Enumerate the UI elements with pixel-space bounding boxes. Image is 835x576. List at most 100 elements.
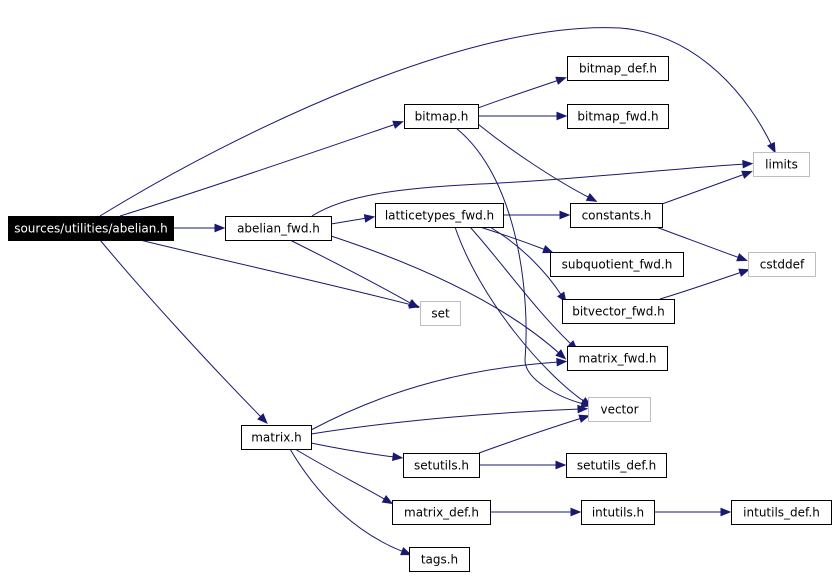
arrowhead [559, 210, 571, 220]
node-box [403, 453, 480, 478]
edge-abelian_fwd-to-set [289, 239, 420, 309]
edge-line [655, 226, 741, 259]
node-abelian-fwd[interactable]: abelian_fwd.h [225, 216, 332, 241]
node-label: sources/utilities/abelian.h [14, 222, 168, 236]
nodes-layer: sources/utilities/abelian.h abelian_fwd.h… [8, 56, 832, 572]
node-label: intutils_def.h [743, 506, 820, 520]
node-tags-h[interactable]: tags.h [409, 547, 470, 572]
edge-line [330, 217, 368, 225]
node-setutils-h[interactable]: setutils.h [403, 453, 480, 478]
edge-matrix_h-to-matrix_fwd [310, 357, 568, 431]
edge-line [454, 226, 586, 403]
edge-line [661, 173, 746, 205]
node-label: abelian_fwd.h [237, 222, 320, 236]
edge-latticetypes_fwd-to-constants_h [503, 210, 571, 220]
node-bitmap-fwd[interactable]: bitmap_fwd.h [567, 104, 669, 129]
node-subquotient-fwd[interactable]: subquotient_fwd.h [550, 252, 684, 277]
node-abelian-h[interactable]: sources/utilities/abelian.h [8, 216, 174, 241]
node-bitmap-h[interactable]: bitmap.h [404, 104, 479, 129]
node-box [581, 500, 655, 525]
arrowhead [400, 547, 412, 556]
edge-line [477, 79, 560, 109]
edge-abelian_h-to-matrix_h [99, 239, 268, 424]
node-box [567, 104, 669, 129]
edge-intutils_h-to-intutils_def [654, 507, 732, 517]
arrowhead [767, 141, 776, 154]
node-label: set [431, 307, 450, 321]
node-label: subquotient_fwd.h [562, 258, 673, 272]
node-box [404, 104, 479, 129]
node-set[interactable]: set [420, 301, 461, 326]
edge-setutils_h-to-setutils_def [479, 460, 567, 470]
node-box [748, 252, 816, 277]
node-label: bitmap_def.h [579, 62, 657, 76]
node-label: tags.h [421, 553, 458, 567]
arrowhead [407, 298, 420, 309]
edge-matrix_h-to-matrix_def [294, 448, 394, 505]
arrowhead [556, 111, 568, 121]
edge-line [310, 442, 396, 458]
arrowhead [738, 268, 750, 277]
edge-abelian_fwd-to-latticetypes_fwd [330, 214, 376, 225]
node-matrix-fwd[interactable]: matrix_fwd.h [567, 346, 668, 371]
node-setutils-def[interactable]: setutils_def.h [566, 453, 667, 478]
edge-line [330, 235, 561, 355]
node-latticetypes-fwd[interactable]: latticetypes_fwd.h [375, 203, 504, 228]
edge-line [310, 408, 581, 435]
edge-abelian_fwd-to-limits [311, 159, 754, 217]
arrowhead [555, 460, 567, 470]
node-label: bitmap.h [415, 110, 469, 124]
edge-bitvector_fwd-to-cstddef [659, 268, 750, 300]
node-box [409, 547, 470, 572]
arrowhead [570, 507, 582, 517]
node-intutils-h[interactable]: intutils.h [581, 500, 655, 525]
node-limits[interactable]: limits [753, 152, 810, 177]
node-label: setutils.h [414, 459, 469, 473]
node-box [241, 425, 312, 450]
node-box [570, 203, 663, 228]
edge-line [289, 448, 405, 553]
node-box [566, 453, 667, 478]
node-matrix-def[interactable]: matrix_def.h [392, 500, 491, 525]
arrowhead [381, 494, 394, 505]
node-matrix-h[interactable]: matrix.h [241, 425, 312, 450]
node-cstddef[interactable]: cstddef [748, 252, 816, 277]
arrowhead [392, 120, 404, 129]
edge-setutils_h-to-vector [478, 414, 590, 454]
arrowhead [556, 357, 568, 367]
arrowhead [741, 170, 753, 179]
edge-matrix_def-to-intutils_h [490, 507, 582, 517]
node-box [588, 397, 651, 422]
node-intutils-def[interactable]: intutils_def.h [731, 500, 832, 525]
node-label: limits [765, 158, 798, 172]
node-label: matrix_fwd.h [579, 352, 657, 366]
edge-matrix_h-to-setutils_h [310, 442, 404, 462]
node-box [567, 56, 669, 81]
arrowhead [542, 245, 554, 254]
arrowhead [742, 159, 754, 169]
node-bitvector-fwd[interactable]: bitvector_fwd.h [562, 299, 675, 324]
arrowhead [555, 76, 567, 85]
edge-abelian_h-to-limits [99, 27, 776, 217]
node-box [420, 301, 461, 326]
edge-constants_h-to-limits [661, 170, 753, 205]
node-box [225, 216, 332, 241]
edge-constants_h-to-cstddef [655, 226, 748, 262]
edge-line [99, 239, 263, 419]
node-bitmap-def[interactable]: bitmap_def.h [567, 56, 669, 81]
edge-line [479, 226, 547, 251]
node-label: latticetypes_fwd.h [385, 209, 494, 223]
node-label: matrix_def.h [404, 506, 479, 520]
node-label: setutils_def.h [577, 459, 656, 473]
node-constants-h[interactable]: constants.h [570, 203, 663, 228]
arrowhead [585, 192, 598, 202]
node-box [392, 500, 491, 525]
edge-matrix_h-to-vector [310, 404, 589, 435]
node-label: bitvector_fwd.h [572, 305, 665, 319]
edge-line [489, 226, 563, 297]
arrowhead [720, 507, 732, 517]
edge-line [469, 226, 573, 346]
node-vector[interactable]: vector [588, 397, 651, 422]
edge-line [289, 239, 413, 305]
